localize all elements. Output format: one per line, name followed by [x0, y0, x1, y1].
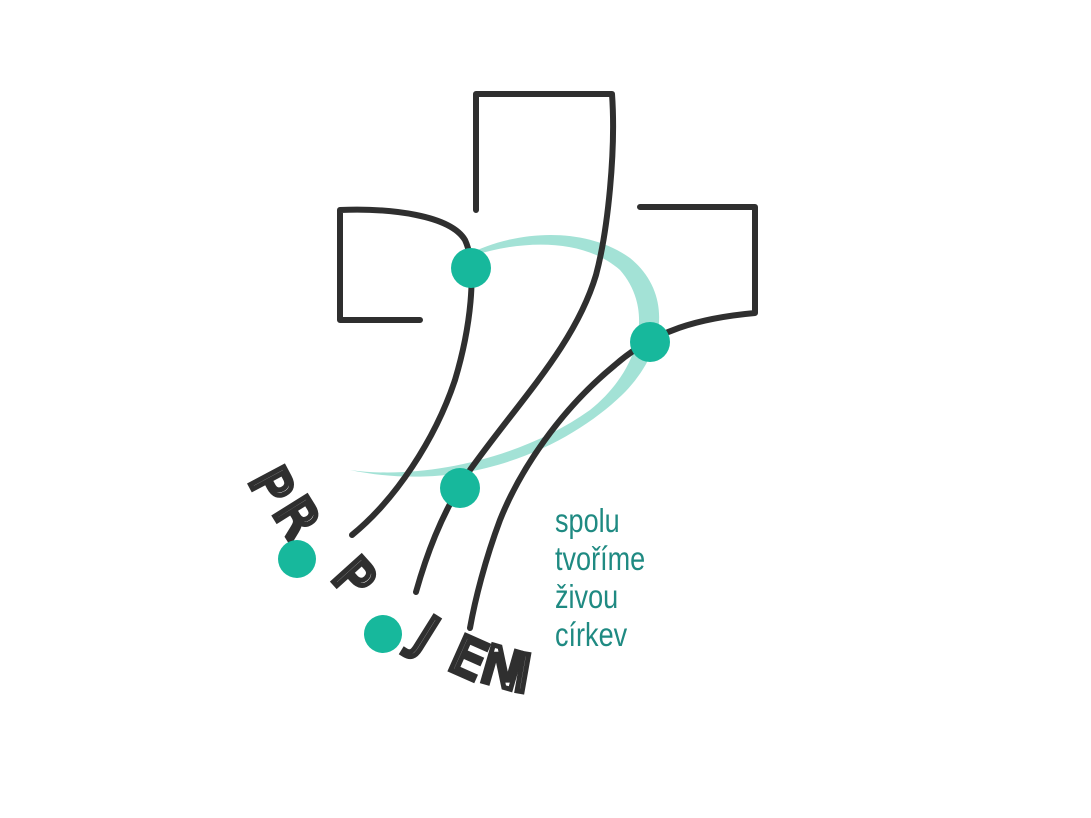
wordmark-letter: P: [320, 547, 386, 610]
teal-dot: [440, 468, 480, 508]
teal-dot: [451, 248, 491, 288]
wordmark: P R P J E N I: [234, 455, 538, 708]
cross-right-arm: [467, 204, 758, 631]
tagline-line: tvoříme: [555, 540, 646, 577]
cross-top: [413, 91, 617, 595]
ring-arc: [350, 234, 660, 477]
tagline: spolu tvoříme živou církev: [555, 502, 645, 654]
wordmark-letter: J: [401, 605, 448, 666]
tagline-line: živou: [555, 578, 619, 615]
wordmark-dot-o: [364, 615, 402, 653]
wordmark-dot-o: [278, 540, 316, 578]
tagline-line: spolu: [555, 502, 620, 539]
cross-left-arm: [337, 206, 475, 538]
teal-dot: [630, 322, 670, 362]
tagline-line: církev: [555, 616, 628, 653]
